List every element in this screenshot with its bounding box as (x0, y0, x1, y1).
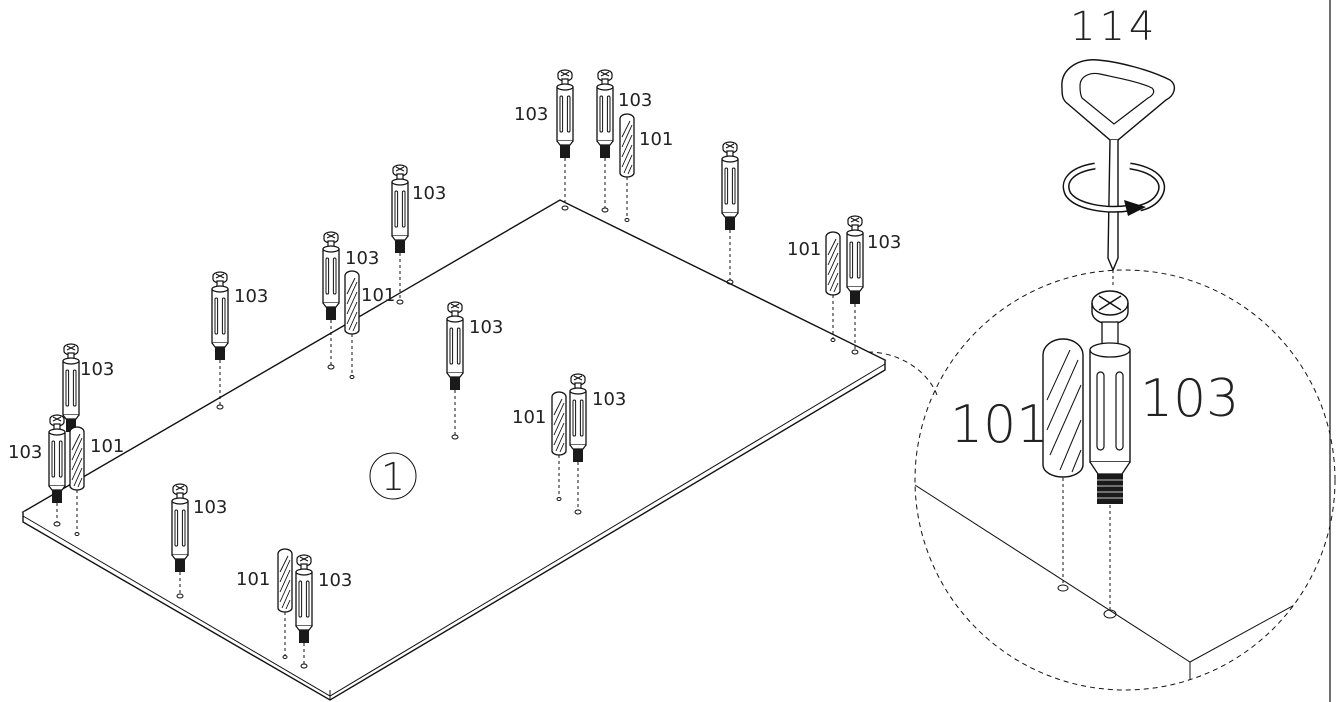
svg-text:103: 103 (514, 104, 548, 125)
cam-bolt: 103 (62, 343, 114, 433)
svg-text:103: 103 (412, 183, 446, 204)
tool-label: 114 (1070, 4, 1158, 50)
cam-bolt: 103 (295, 554, 352, 669)
cam-bolt (721, 141, 739, 285)
cam-bolt: 103 (8, 414, 66, 527)
wooden-dowel: 101 (619, 113, 673, 222)
panel-number: 1 (381, 455, 405, 499)
svg-text:103: 103 (193, 497, 227, 518)
wooden-dowel: 101 (344, 270, 395, 379)
zoom-detail: 101 103 (867, 269, 1336, 691)
svg-text:103: 103 (592, 389, 626, 410)
cam-bolt: 103 (596, 69, 652, 213)
cam-bolt: 103 (514, 69, 574, 211)
wooden-dowel: 101 (69, 426, 124, 536)
svg-text:103: 103 (80, 359, 114, 380)
svg-text:103: 103 (345, 248, 379, 269)
svg-text:103: 103 (234, 286, 268, 307)
svg-text:101: 101 (236, 569, 270, 590)
cam-bolt: 103 (322, 231, 379, 370)
legend-dowel-label: 101 (950, 395, 1049, 455)
allen-key-icon: 114 (1061, 4, 1176, 285)
svg-text:103: 103 (867, 232, 901, 253)
cam-bolt: 103 (569, 373, 626, 515)
wooden-dowel: 101 (787, 231, 841, 342)
wooden-dowel-large (1042, 338, 1084, 478)
rotation-arrow-icon (1062, 162, 1165, 216)
svg-text:101: 101 (90, 436, 124, 457)
svg-text:103: 103 (618, 90, 652, 111)
cam-bolt-large (1089, 290, 1131, 504)
svg-text:101: 101 (361, 285, 395, 306)
svg-text:103: 103 (469, 317, 503, 338)
wooden-dowel: 101 (236, 548, 293, 659)
svg-text:103: 103 (8, 442, 42, 463)
cam-bolt: 103 (446, 301, 503, 440)
panel-board (21, 199, 887, 701)
panel-number-marker: 1 (369, 452, 417, 500)
cam-bolt: 103 (211, 271, 268, 410)
wooden-dowel: 101 (512, 391, 567, 501)
legend-bolt-label: 103 (1140, 369, 1239, 429)
cam-bolt: 103 (391, 164, 446, 305)
svg-text:101: 101 (512, 407, 546, 428)
svg-text:101: 101 (787, 239, 821, 260)
svg-text:101: 101 (639, 129, 673, 150)
cam-bolt: 103 (171, 483, 227, 599)
cam-bolt: 103 (846, 215, 901, 355)
svg-text:103: 103 (318, 570, 352, 591)
